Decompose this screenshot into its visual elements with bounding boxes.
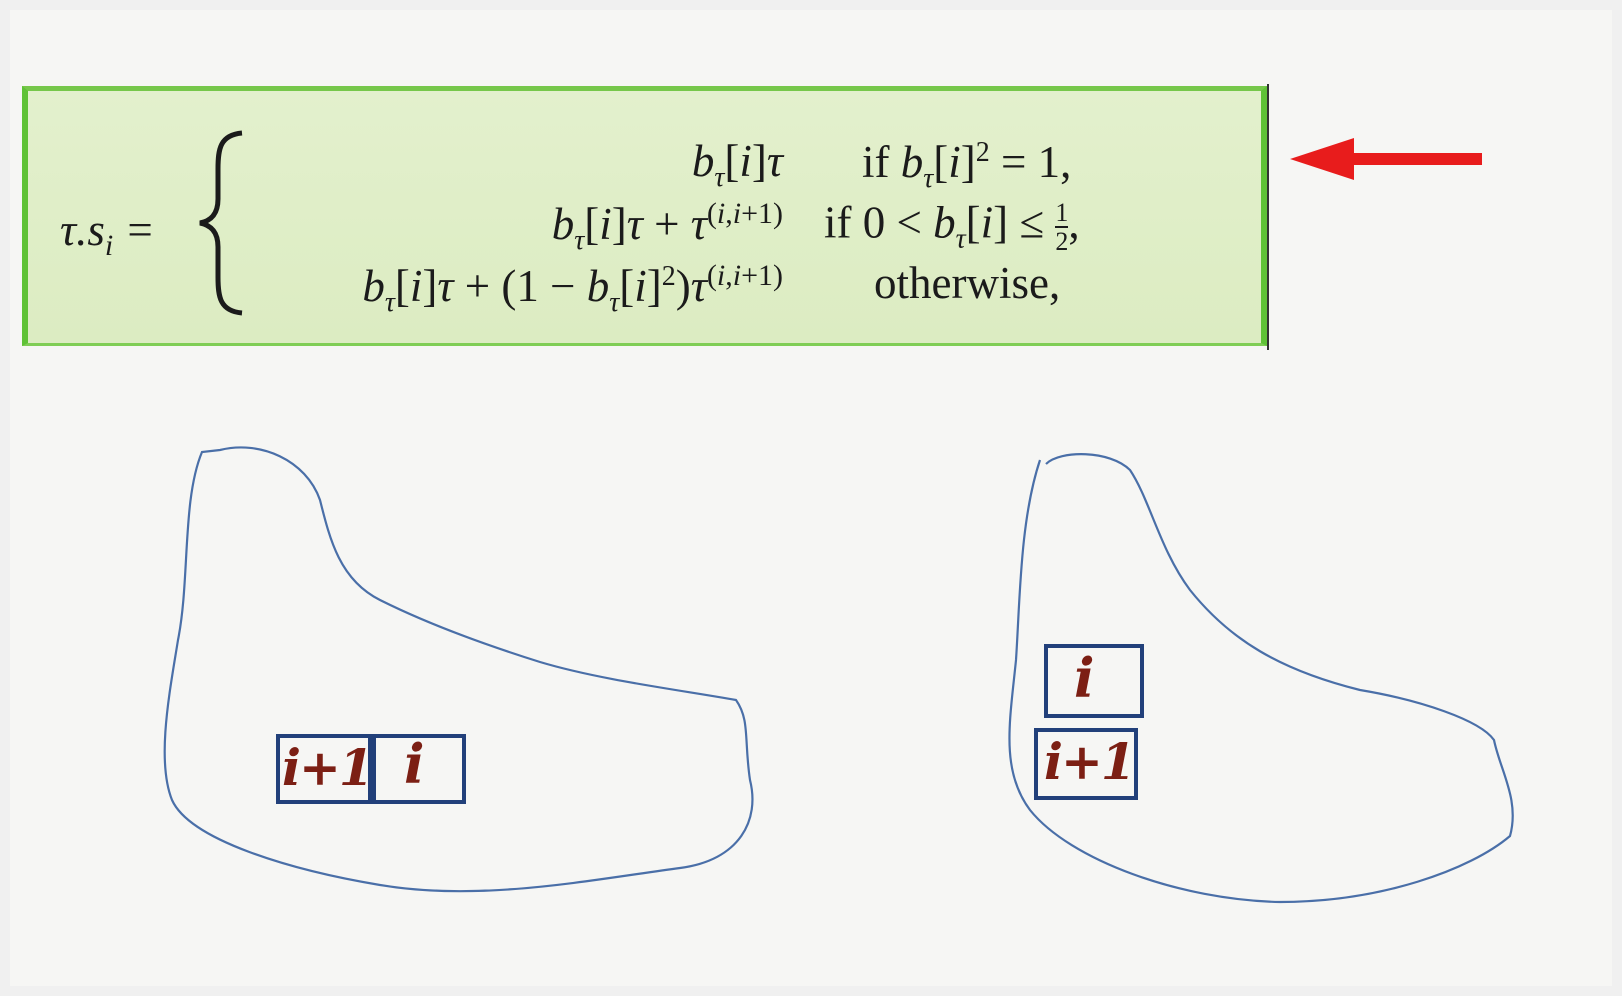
cell-label-i-plus-1: i+1 [1044,732,1136,791]
cell-label-i: i [1074,646,1094,710]
case-3-expression: bτ[i]τ + (1 − bτ[i]2)τ(i,i+1) [362,259,783,318]
cell-box-left-1 [276,734,372,804]
case-1-expression: bτ[i]τ [691,136,783,193]
cell-label-i-plus-1: i+1 [282,738,374,797]
right-shape-drawing: i i+1 [980,440,1540,920]
left-brace-icon [199,130,243,316]
cell-box-left-2 [372,734,466,804]
pointer-arrow-icon [1290,138,1482,180]
left-shape-outline [163,446,754,893]
formula-highlight-box: τ.si = bτ[i]τ bτ[i]τ + τ(i,i+1) bτ[i]τ +… [22,86,1267,346]
left-shape-drawing: i+1 i [120,440,780,920]
cell-label-i: i [404,732,424,796]
case-2-expression: bτ[i]τ + τ(i,i+1) [551,197,783,256]
case-3-condition: otherwise, [874,258,1061,308]
right-shape-outline [1008,453,1514,904]
formula-right-edge-line [1267,84,1269,350]
case-1-condition: if bτ[i]2 = 1, [862,137,1072,194]
cell-box-right-bottom [1034,728,1138,800]
cell-box-right-top [1044,644,1144,718]
formula-lhs: τ.si = [60,205,155,262]
